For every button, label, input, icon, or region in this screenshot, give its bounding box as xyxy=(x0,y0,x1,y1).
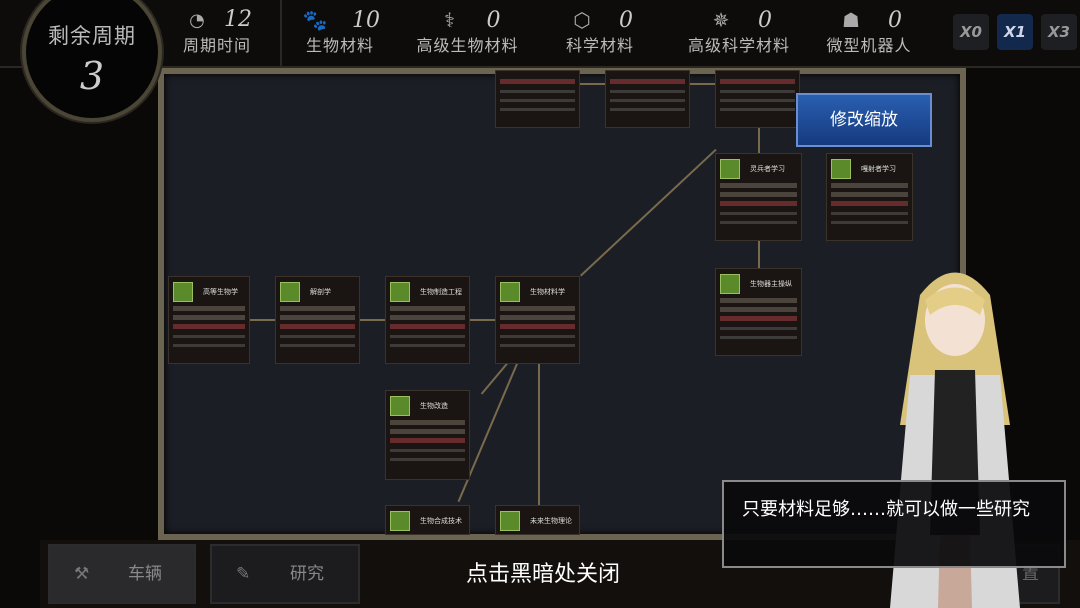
divider xyxy=(280,0,282,68)
research-card[interactable]: 生物器主操纵 xyxy=(715,268,802,356)
research-icon xyxy=(500,281,520,302)
research-card[interactable]: 嘎射者学习 xyxy=(826,153,913,241)
card-title: 嘎射者学习 xyxy=(861,164,896,173)
resource-label: 高级生物材料 xyxy=(416,36,519,55)
research-icon xyxy=(390,510,410,531)
research-icon xyxy=(720,273,740,294)
research-card[interactable] xyxy=(495,70,580,128)
card-title: 高等生物学 xyxy=(203,287,238,296)
connector xyxy=(250,319,500,321)
hexagon-icon: ⬡ xyxy=(573,8,591,32)
card-title: 灵兵者学习 xyxy=(750,164,785,173)
card-title: 生物器主操纵 xyxy=(750,279,792,288)
card-title: 生物改造 xyxy=(420,401,448,410)
clock-icon: ◔ xyxy=(189,10,205,31)
research-tab-label: 研究 xyxy=(290,564,324,584)
research-icon xyxy=(390,395,410,416)
card-title: 未来生物理论 xyxy=(530,516,572,525)
research-icon xyxy=(173,281,193,302)
crystal-icon: ✵ xyxy=(712,8,730,32)
research-card[interactable]: 生物材料学 xyxy=(495,276,580,364)
research-tab[interactable]: ✎ 研究 xyxy=(210,544,360,604)
dialog-box[interactable]: 只要材料足够……就可以做一些研究 xyxy=(722,480,1066,568)
hammer-icon: ⚒ xyxy=(74,564,90,584)
vehicle-tab[interactable]: ⚒ 车辆 xyxy=(48,544,196,604)
resource-robot: ☗ 0 微型机器人 xyxy=(815,6,923,66)
research-card[interactable]: 生物制造工程 xyxy=(385,276,470,364)
cycle-time-value: 12 xyxy=(224,7,252,32)
vehicle-tab-label: 车辆 xyxy=(128,564,162,584)
cycles-label: 剩余周期 xyxy=(48,24,136,48)
research-card[interactable]: 解剖学 xyxy=(275,276,360,364)
research-card[interactable]: 灵兵者学习 xyxy=(715,153,802,241)
cycle-time: ◔ 12 周期时间 xyxy=(172,6,262,66)
research-icon xyxy=(390,281,410,302)
resource-value: 0 xyxy=(619,8,633,33)
resource-value: 10 xyxy=(352,8,380,33)
card-title: 生物材料学 xyxy=(530,287,565,296)
research-card[interactable]: 生物合成技术 xyxy=(385,505,470,535)
research-icon xyxy=(280,281,300,302)
connector xyxy=(538,364,540,506)
resource-value: 0 xyxy=(758,8,772,33)
change-zoom-button[interactable]: 修改缩放 xyxy=(796,93,932,147)
top-bar xyxy=(0,0,1080,68)
resource-label: 生物材料 xyxy=(305,36,374,55)
spider-robot-icon: ☗ xyxy=(842,8,860,32)
speed-x1-button[interactable]: X1 xyxy=(997,14,1033,50)
research-icon xyxy=(720,158,740,179)
quill-icon: ✎ xyxy=(236,564,251,584)
research-card[interactable] xyxy=(605,70,690,128)
paw-icon: 🐾 xyxy=(302,8,328,32)
resource-label: 微型机器人 xyxy=(826,36,912,55)
card-title: 生物制造工程 xyxy=(420,287,462,296)
resource-bio: 🐾 10 生物材料 xyxy=(285,6,395,66)
research-card[interactable]: 生物改造 xyxy=(385,390,470,480)
research-card[interactable]: 高等生物学 xyxy=(168,276,250,364)
research-card[interactable]: 未来生物理论 xyxy=(495,505,580,535)
remaining-cycles: 剩余周期 3 xyxy=(22,0,162,122)
dna-icon: ⚕ xyxy=(444,8,455,32)
speed-x3-button[interactable]: X3 xyxy=(1041,14,1077,50)
cycles-value: 3 xyxy=(79,54,105,98)
resource-label: 科学材料 xyxy=(565,36,634,55)
speed-x0-button[interactable]: X0 xyxy=(953,14,989,50)
resource-value: 0 xyxy=(888,8,902,33)
resource-value: 0 xyxy=(486,8,501,33)
research-icon xyxy=(831,158,851,179)
cycle-time-label: 周期时间 xyxy=(182,36,251,55)
close-hint: 点击黑暗处关闭 xyxy=(466,562,621,587)
resource-sci: ⬡ 0 科学材料 xyxy=(552,6,648,66)
card-title: 解剖学 xyxy=(310,287,331,296)
settings-tab-label: 置 xyxy=(1022,564,1039,584)
resource-label: 高级科学材料 xyxy=(687,36,790,55)
resource-adv-bio: ⚕ 0 高级生物材料 xyxy=(405,6,530,66)
research-icon xyxy=(500,510,520,531)
research-card[interactable] xyxy=(715,70,800,128)
card-title: 生物合成技术 xyxy=(420,516,462,525)
resource-adv-sci: ✵ 0 高级科学材料 xyxy=(675,6,803,66)
